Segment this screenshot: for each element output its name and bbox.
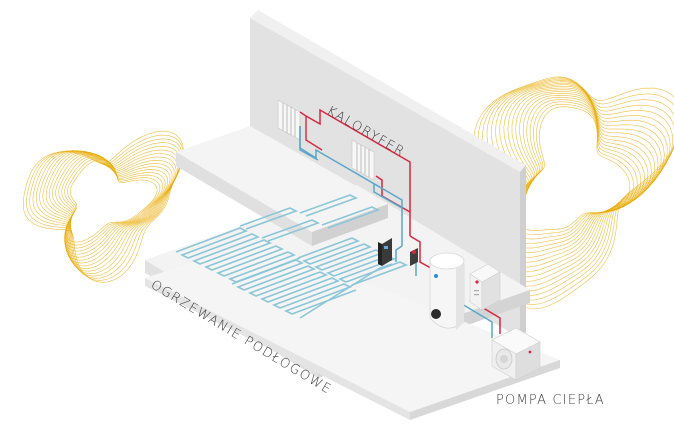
wave-line	[26, 134, 184, 281]
radiator-right	[351, 139, 375, 181]
wave-line	[58, 154, 169, 255]
wave-line	[506, 94, 649, 254]
floor-coil-left-2	[231, 259, 357, 315]
manifold-box	[378, 238, 392, 266]
wave-line	[29, 138, 183, 279]
decorative-wave-lines-left	[23, 130, 184, 283]
wave-line	[505, 91, 656, 263]
heat-pump-unit	[491, 327, 541, 381]
indoor-unit	[469, 263, 501, 311]
wave-line	[48, 151, 175, 264]
wave-line	[45, 151, 177, 267]
pipe-cold	[299, 126, 403, 246]
wave-line	[505, 93, 652, 258]
floor-coil-left	[175, 227, 301, 283]
floor-coil-right	[239, 194, 381, 242]
valve	[410, 248, 418, 266]
wave-line	[65, 159, 158, 243]
wave-line	[513, 106, 631, 231]
pipe-cold-lower	[395, 245, 493, 338]
hot-water-tank	[429, 252, 465, 330]
wave-line	[504, 89, 659, 268]
label-heat-pump: POMPA CIEPŁA	[496, 393, 605, 408]
floor-coil-feed	[299, 263, 393, 319]
heating-pipes	[299, 108, 501, 338]
wave-line	[510, 101, 638, 240]
wave-line	[64, 157, 161, 246]
wave-line	[32, 142, 182, 277]
wave-line	[23, 130, 184, 283]
wave-line	[509, 99, 642, 244]
wave-line	[42, 150, 179, 269]
wave-line	[507, 96, 645, 249]
wave-line	[512, 103, 635, 236]
wave-line	[64, 156, 164, 249]
wave-line	[39, 149, 180, 272]
wave-line	[35, 145, 181, 275]
